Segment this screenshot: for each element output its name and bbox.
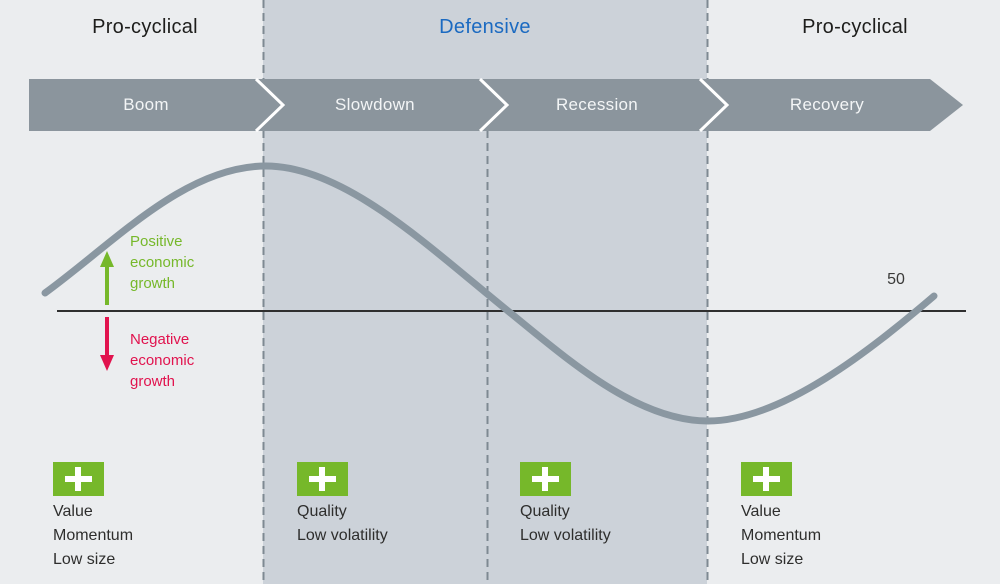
chevron-separator-icon bbox=[478, 77, 510, 133]
phase-label-recovery: Recovery bbox=[789, 95, 865, 114]
factor-column-recession: Quality Low volatility bbox=[520, 462, 720, 548]
factor-item: Low size bbox=[53, 551, 116, 568]
up-arrow-icon bbox=[100, 251, 114, 305]
down-arrow-icon bbox=[100, 317, 114, 371]
positive-growth-line: Positive bbox=[130, 233, 183, 250]
factor-list: Value Momentum Low size bbox=[741, 500, 941, 572]
phase-label-slowdown: Slowdown bbox=[335, 95, 415, 114]
plus-icon bbox=[741, 462, 792, 496]
positive-growth-line: growth bbox=[130, 275, 176, 292]
factor-item: Momentum bbox=[53, 527, 134, 544]
factor-list: Value Momentum Low size bbox=[53, 500, 253, 572]
negative-growth-line: growth bbox=[130, 373, 176, 390]
factor-column-boom: Value Momentum Low size bbox=[53, 462, 253, 572]
phase-banner-shape bbox=[29, 79, 963, 131]
factor-item: Quality bbox=[297, 503, 347, 520]
factor-item: Quality bbox=[520, 503, 570, 520]
negative-growth-line: economic bbox=[130, 352, 195, 369]
factor-item: Value bbox=[741, 503, 781, 520]
phase-label-boom: Boom bbox=[123, 95, 169, 114]
factor-column-slowdown: Quality Low volatility bbox=[297, 462, 497, 548]
header-label-defensive: Defensive bbox=[439, 16, 531, 38]
factor-item: Low volatility bbox=[520, 527, 611, 544]
negative-growth-label: Negative economic growth bbox=[130, 329, 194, 392]
economic-cycle-curve bbox=[41, 162, 938, 425]
factor-list: Quality Low volatility bbox=[520, 500, 720, 548]
baseline-value-label: 50 bbox=[887, 271, 905, 288]
factor-list: Quality Low volatility bbox=[297, 500, 497, 548]
phase-label-recession: Recession bbox=[555, 95, 639, 114]
factor-item: Low volatility bbox=[297, 527, 388, 544]
factor-item: Momentum bbox=[741, 527, 822, 544]
header-label-procyclical-right: Pro-cyclical bbox=[802, 16, 908, 38]
factor-column-recovery: Value Momentum Low size bbox=[741, 462, 941, 572]
positive-growth-line: economic bbox=[130, 254, 195, 271]
plus-icon bbox=[297, 462, 348, 496]
plus-icon bbox=[520, 462, 571, 496]
header-label-procyclical-left: Pro-cyclical bbox=[92, 16, 198, 38]
chevron-separator-icon bbox=[698, 77, 730, 133]
positive-growth-label: Positive economic growth bbox=[130, 231, 194, 294]
factor-item: Low size bbox=[741, 551, 804, 568]
negative-growth-line: Negative bbox=[130, 331, 190, 348]
plus-icon bbox=[53, 462, 104, 496]
chevron-separator-icon bbox=[254, 77, 286, 133]
factor-item: Value bbox=[53, 503, 93, 520]
